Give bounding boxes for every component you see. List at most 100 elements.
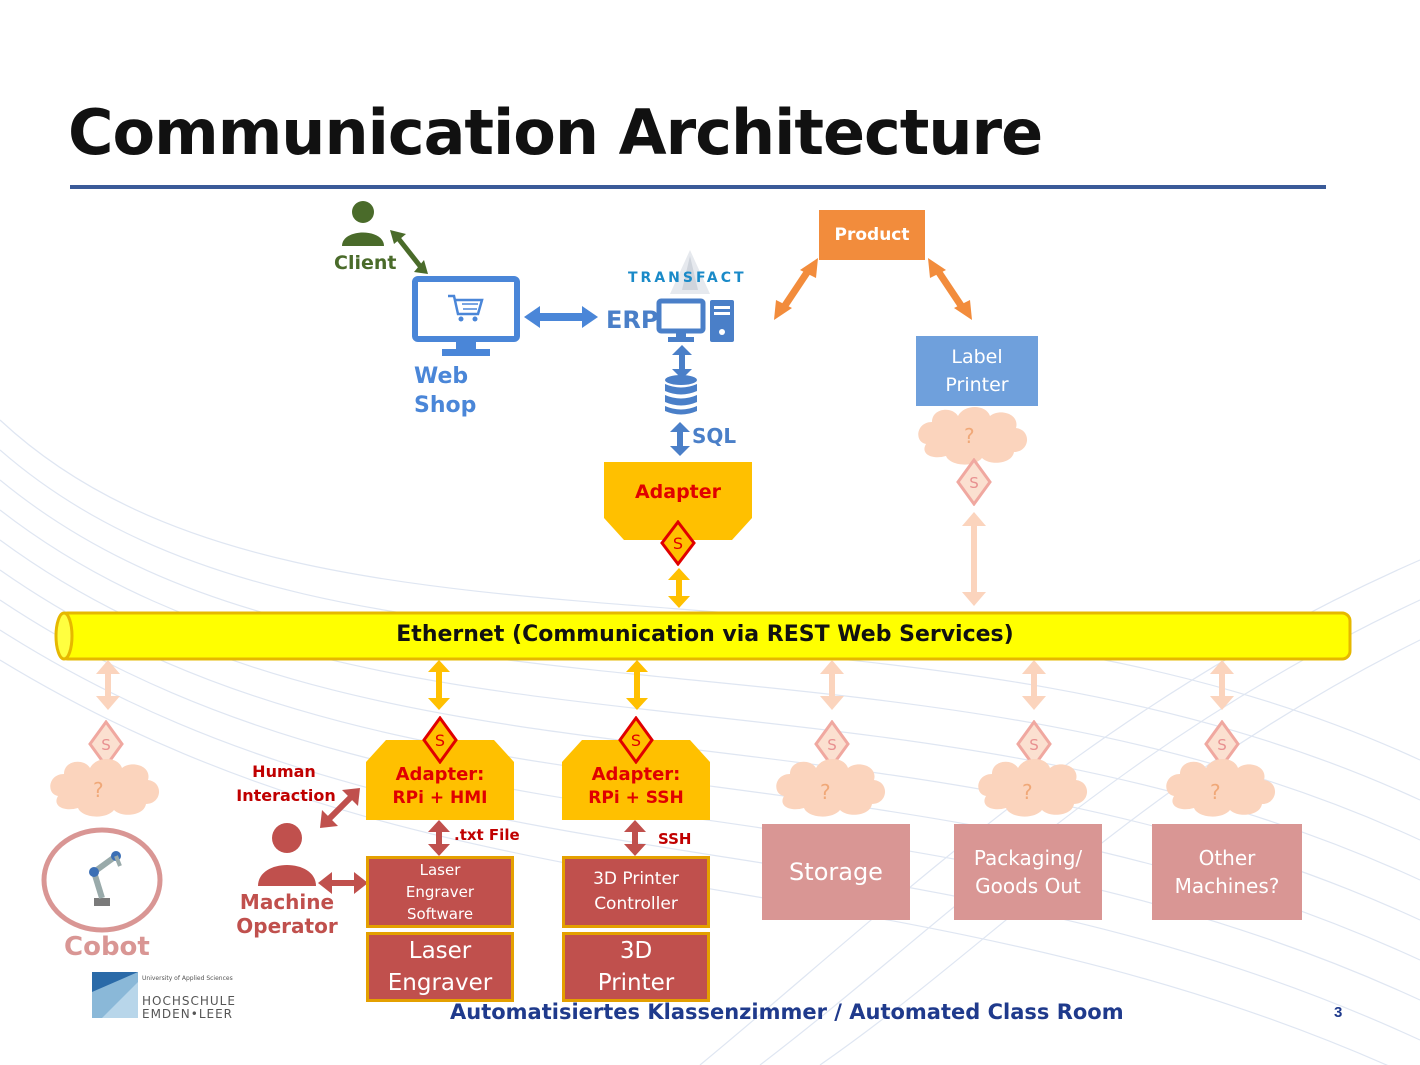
cobot-unknown: ?: [93, 778, 104, 802]
ethernet-bus-shape: [54, 611, 1352, 661]
label-printer-ethernet-arrow: [962, 512, 986, 606]
human-interaction-line2: Interaction: [236, 786, 336, 805]
adapter-ssh-security-icon: S: [618, 716, 654, 764]
web-shop-label-line1: Web: [414, 364, 469, 389]
erp-db-arrow: [672, 345, 692, 379]
machine-operator-person-icon: [258, 823, 316, 886]
printer-3d-line2: Printer: [597, 970, 675, 996]
storage-unknown: ?: [820, 780, 831, 804]
university-logo-icon: [92, 972, 138, 1018]
transfact-logo-icon: [670, 250, 710, 294]
printer-controller-line1: 3D Printer: [593, 869, 679, 889]
webshop-erp-arrow: [524, 306, 598, 328]
packaging-cloud-icon: [978, 759, 1088, 817]
adapter-top-ethernet-arrow: [668, 568, 690, 608]
database-icon: [665, 375, 697, 415]
other-security-text: S: [1217, 736, 1227, 754]
product-erp-arrow: [774, 258, 818, 320]
packaging-line2: Goods Out: [975, 874, 1081, 898]
transfact-label: TRANSFACT: [628, 270, 747, 286]
label-printer-security-text: S: [969, 474, 979, 492]
logo-line2: EMDEN•LEER: [142, 1007, 233, 1021]
machine-operator-line2: Operator: [236, 914, 338, 938]
laser-engraver-line1: Laser: [408, 938, 472, 964]
title-rule: [70, 185, 1326, 189]
logo-tagline: University of Applied Sciences: [142, 975, 233, 982]
product-box: Product: [819, 210, 925, 260]
operator-laser-arrow: [318, 872, 368, 894]
label-printer-unknown: ?: [964, 424, 975, 448]
laser-ethernet-arrow: [428, 660, 450, 710]
client-label: Client: [334, 252, 397, 274]
cobot-label: Cobot: [64, 932, 150, 962]
cobot-cloud-icon: [50, 759, 160, 817]
page-number: 3: [1334, 1004, 1343, 1021]
ethernet-label: Ethernet (Communication via REST Web Ser…: [396, 622, 1014, 647]
label-printer-box: Label Printer: [916, 336, 1038, 406]
laser-software-box: Laser Engraver Software: [366, 856, 514, 928]
label-printer-cloud-icon: [918, 407, 1028, 465]
laser-software-line1: Laser: [419, 861, 461, 879]
packaging-box: Packaging/ Goods Out: [954, 824, 1102, 920]
adapter-hmi-software-arrow: [428, 820, 450, 856]
footer-text: Automatisiertes Klassenzimmer / Automate…: [450, 1000, 1124, 1024]
packaging-security-text: S: [1029, 736, 1039, 754]
web-shop-label-line2: Shop: [414, 393, 477, 418]
adapter-ssh-security-text: S: [631, 731, 641, 750]
storage-ethernet-arrow: [820, 660, 844, 710]
label-printer-line2: Printer: [945, 374, 1009, 396]
erp-label: ERP: [606, 306, 659, 334]
printer-controller-box: 3D Printer Controller: [562, 856, 710, 928]
adapter-top-shape: [604, 462, 752, 540]
adapter-hmi-line2: RPi + HMI: [392, 788, 488, 808]
other-unknown: ?: [1210, 780, 1221, 804]
cobot-ethernet-arrow: [96, 660, 120, 710]
machine-operator-line1: Machine: [239, 890, 335, 914]
web-shop-monitor-icon: [412, 276, 520, 356]
label-printer-security-icon: S: [956, 458, 992, 506]
adapter-top-security-text: S: [673, 534, 683, 553]
adapter-hmi-security-icon: S: [422, 716, 458, 764]
logo-line1: HOCHSCHULE: [142, 994, 236, 1008]
adapter-ssh-controller-arrow: [624, 820, 646, 856]
adapter-ssh-line2: RPi + SSH: [588, 788, 684, 808]
adapter-hmi-line1: Adapter:: [395, 764, 485, 785]
slide-title: Communication Architecture: [68, 96, 1043, 169]
other-line2: Machines?: [1174, 874, 1280, 898]
laser-engraver-line2: Engraver: [387, 970, 493, 996]
other-machines-box: Other Machines?: [1152, 824, 1302, 920]
adapter-top-label: Adapter: [634, 481, 722, 503]
client-person-icon: [342, 201, 384, 246]
storage-box: Storage: [762, 824, 910, 920]
printer-3d-box: 3D Printer: [562, 932, 710, 1002]
storage-security-text: S: [827, 736, 837, 754]
product-label: Product: [834, 225, 910, 245]
label-printer-line1: Label: [951, 346, 1003, 368]
packaging-unknown: ?: [1022, 780, 1033, 804]
sql-label: SQL: [692, 424, 737, 448]
adapter-top-security-icon: S: [660, 520, 696, 566]
printer-3d-line1: 3D: [619, 938, 653, 964]
erp-computer-icon: [656, 298, 734, 342]
other-cloud-icon: [1166, 759, 1276, 817]
other-ethernet-arrow: [1210, 660, 1234, 710]
txt-file-label: .txt File: [454, 826, 520, 844]
laser-engraver-box: Laser Engraver: [366, 932, 514, 1002]
storage-label: Storage: [789, 858, 883, 886]
human-interaction-arrow: [320, 788, 360, 828]
adapter-ssh-line1: Adapter:: [591, 764, 681, 785]
packaging-ethernet-arrow: [1022, 660, 1046, 710]
sql-arrow: [670, 422, 690, 456]
laser-software-line3: Software: [406, 905, 474, 923]
adapter-hmi-security-text: S: [435, 731, 445, 750]
printer-ethernet-arrow: [626, 660, 648, 710]
other-line1: Other: [1198, 846, 1256, 870]
laser-software-line2: Engraver: [405, 883, 475, 901]
printer-controller-line2: Controller: [594, 894, 678, 914]
packaging-line1: Packaging/: [973, 846, 1083, 870]
human-interaction-line1: Human: [252, 762, 316, 781]
cobot-security-text: S: [101, 736, 111, 754]
client-webshop-arrow: [390, 230, 428, 274]
cobot-robot-icon: [41, 827, 163, 933]
